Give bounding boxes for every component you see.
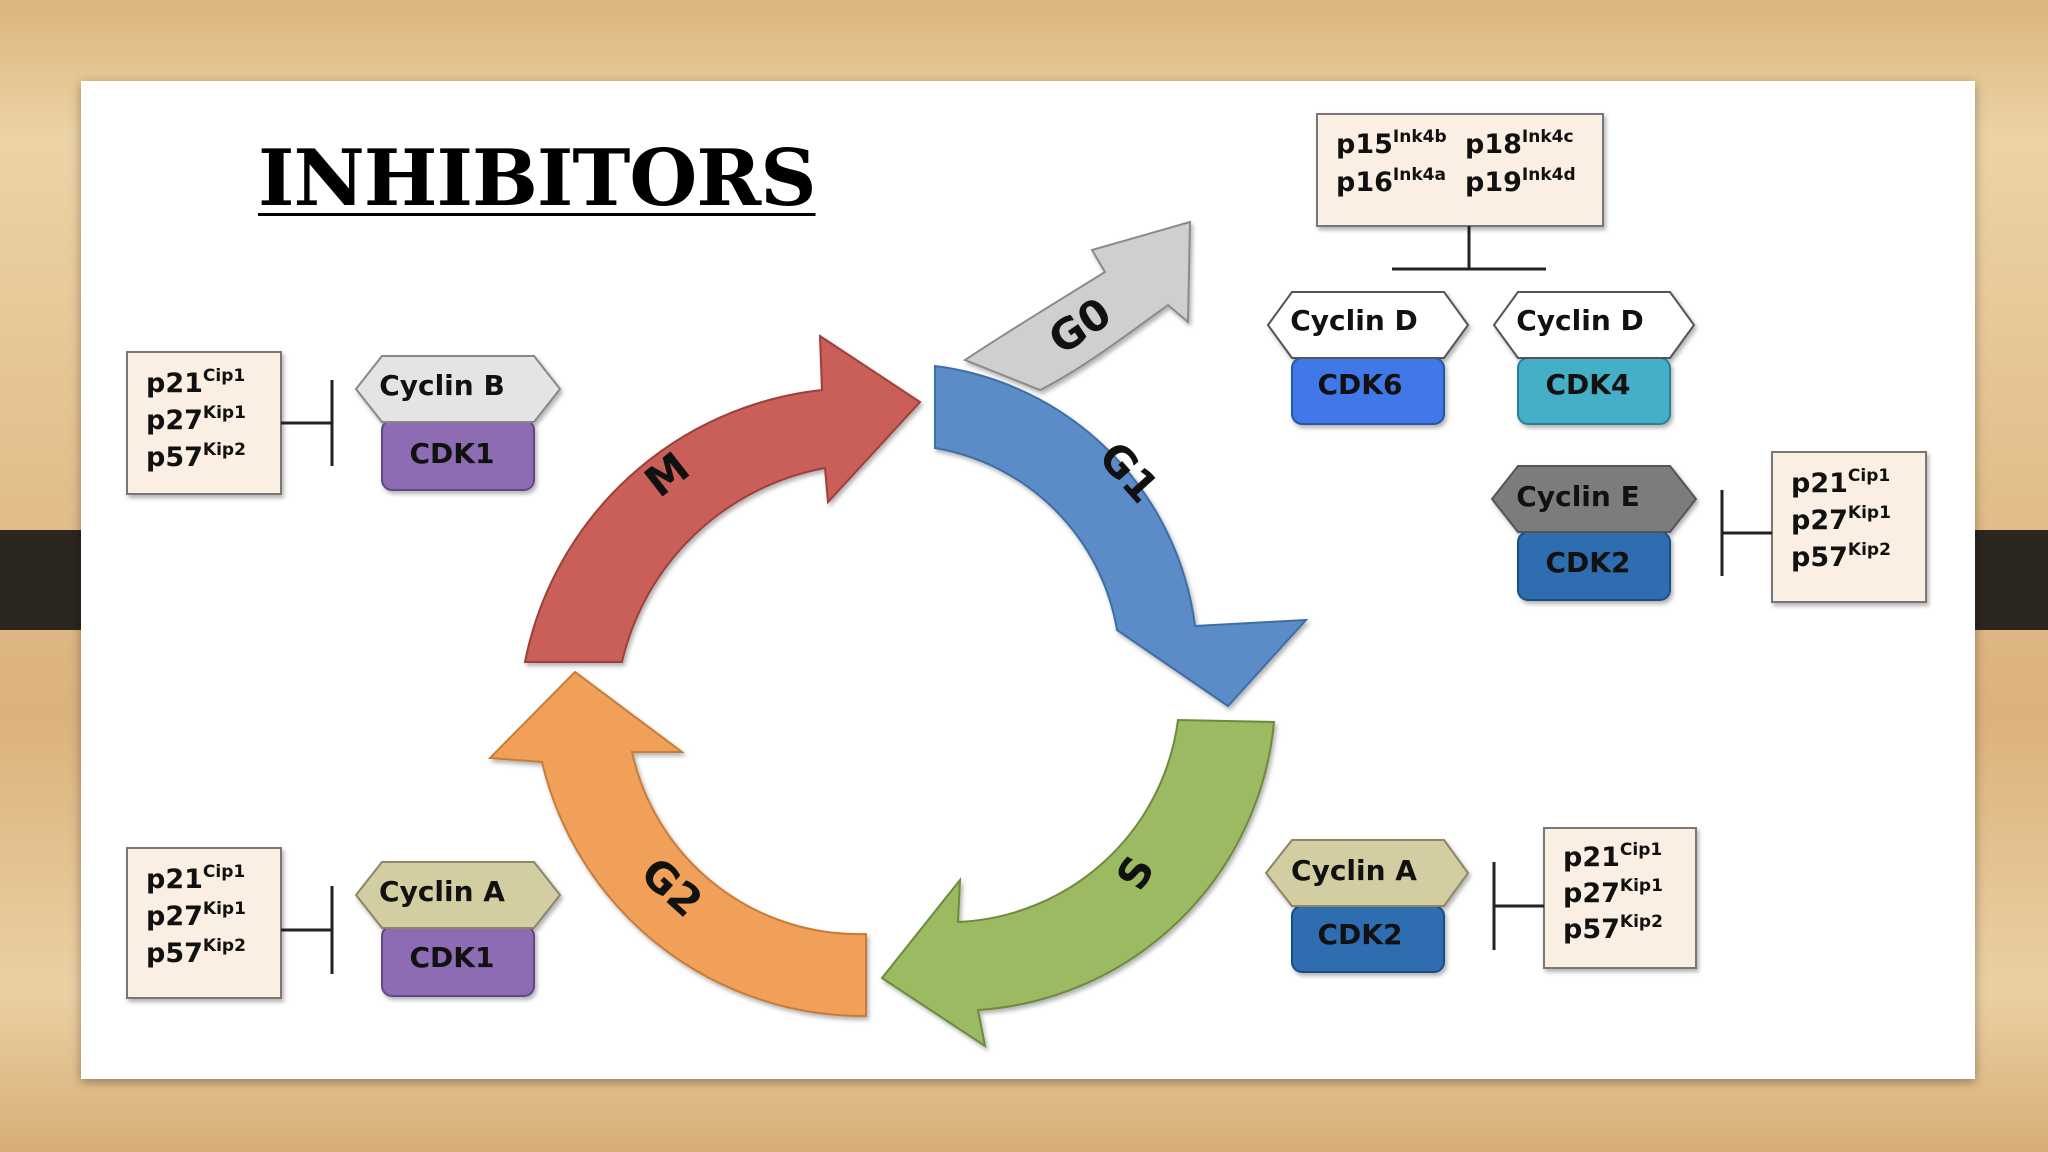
inhibitor-p57: p57Kip2 [146,440,246,473]
cyclin-e-hexagon [1490,465,1698,533]
inhibition-bar-cyclin-a-cdk1 [281,886,334,974]
complex-cyclin-a-cdk1 [354,861,562,997]
cyclin-b-hexagon [354,355,562,423]
s-arrow [880,718,1276,1049]
inhibitor-p57: p57Kip2 [1563,912,1663,945]
phase-labels: G0 G1 S G2 M [632,288,1169,927]
cyclin-a-label: Cyclin A [379,875,505,908]
inhibition-bar-ink4 [1392,226,1546,271]
cdk1-label-2: CDK1 [410,941,495,974]
inhibitor-p21: p21Cip1 [146,366,245,399]
inhibitor-box-ink4: p15Ink4b p18Ink4c p16Ink4a p19Ink4d [1316,113,1604,227]
g1-arrow [934,364,1309,708]
inhibitor-p18: p18Ink4c [1465,127,1574,160]
complex-cyclin-d-cdk4 [1492,291,1696,425]
cyclin-a-hexagon-2 [1264,839,1470,907]
complex-cyclin-b-cdk1 [354,355,562,491]
inhibitor-box-frame [1316,113,1604,227]
cycle-arrows [487,220,1309,1049]
inhibitor-p27: p27Kip1 [1791,503,1891,536]
cdk4-label: CDK4 [1546,368,1631,401]
inhibition-bar-cyclin-b [281,380,334,466]
cdk2-label: CDK2 [1546,546,1631,579]
inhibitor-p21: p21Cip1 [1791,466,1890,499]
inhibitor-box-cyclin-b: p21Cip1 p27Kip1 p57Kip2 [126,351,282,495]
cyclin-d-hexagon-2 [1492,291,1696,359]
inhibitor-box-cyclin-a-cdk2: p21Cip1 p27Kip1 p57Kip2 [1543,827,1697,969]
inhibitor-p57: p57Kip2 [1791,540,1891,573]
cdk2-label-2: CDK2 [1318,918,1403,951]
inhibitor-p27: p27Kip1 [146,899,246,932]
inhibitor-p27: p27Kip1 [146,403,246,436]
cyclin-a-hexagon [354,861,562,929]
inhibitor-box-cyclin-a-cdk1: p21Cip1 p27Kip1 p57Kip2 [126,847,282,999]
cyclin-b-label: Cyclin B [379,369,505,402]
m-arrow [523,334,922,663]
inhibitor-p21: p21Cip1 [1563,840,1662,873]
cdk1-label: CDK1 [410,437,495,470]
inhibitor-box-frame [1771,451,1927,603]
inhibitor-box-cyclin-e: p21Cip1 p27Kip1 p57Kip2 [1771,451,1927,603]
g2-arrow [487,670,867,1018]
slide-title: INHIBITORS [258,133,817,224]
inhibitor-p57: p57Kip2 [146,936,246,969]
inhibitor-box-frame [126,847,282,999]
inhibitor-p16: p16Ink4a [1336,165,1446,198]
cyclin-d-hexagon-1 [1266,291,1470,359]
inhibition-bar-cyclin-e [1720,490,1772,576]
cyclin-d-label-1: Cyclin D [1290,304,1418,337]
cyclin-d-label-2: Cyclin D [1516,304,1644,337]
inhibitor-box-frame [1543,827,1697,969]
inhibitor-box-frame [126,351,282,495]
inhibitor-p21: p21Cip1 [146,862,245,895]
inhibitor-p19: p19Ink4d [1465,165,1576,198]
complex-cyclin-a-cdk2 [1264,839,1470,973]
cyclin-a-label-2: Cyclin A [1291,854,1417,887]
cyclin-e-label: Cyclin E [1516,480,1639,513]
inhibitor-p15: p15Ink4b [1336,127,1447,160]
complex-cyclin-e-cdk2 [1490,465,1698,601]
inhibition-bar-cyclin-a-cdk2 [1492,862,1544,950]
inhibitor-p27: p27Kip1 [1563,876,1663,909]
cdk6-label: CDK6 [1318,368,1403,401]
complex-cyclin-d-cdk6 [1266,291,1470,425]
g0-arrow [962,220,1192,392]
